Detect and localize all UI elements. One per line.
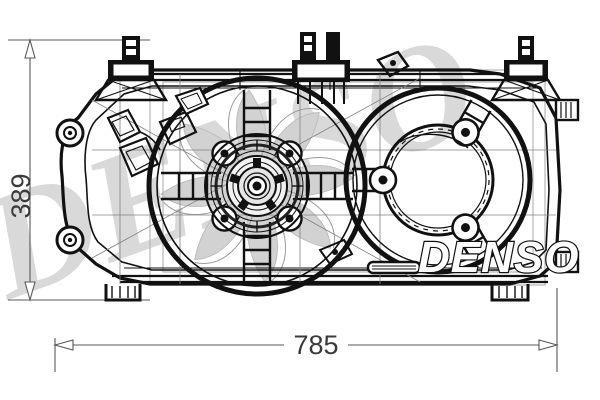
left-fan [146, 75, 368, 297]
fan-support-spokes [161, 90, 353, 282]
shroud-inner-frame [84, 85, 550, 271]
right-shroud-bosses [368, 118, 480, 242]
harness-connector [174, 86, 210, 116]
motor-hub [203, 132, 311, 240]
denso-wordmark: DENSO [417, 232, 580, 283]
dimension-arrowheads [24, 37, 560, 351]
right-edge-connectors [554, 98, 580, 274]
lower-bracket [318, 238, 354, 266]
top-mount-post-center [292, 32, 350, 104]
angled-tab [376, 50, 410, 78]
top-mount-post-right [489, 36, 563, 102]
blade-contours [158, 87, 356, 285]
bottom-vent-slot [366, 260, 422, 275]
wiring-harness-blocks [106, 108, 198, 178]
bottom-mount-foot-left [104, 284, 142, 302]
height-dimension-label: 389 [6, 173, 36, 218]
fan-shroud-assembly [55, 32, 580, 302]
bottom-mount-foot-right [490, 284, 530, 302]
right-fan-opening [343, 85, 533, 275]
denso-wordmark-text: DENSO [418, 233, 579, 282]
width-dimension-label: 785 [293, 330, 338, 360]
top-mount-post-left [93, 36, 169, 102]
width-label-backdrop [284, 328, 348, 362]
left-mount-eyelets [55, 118, 85, 255]
